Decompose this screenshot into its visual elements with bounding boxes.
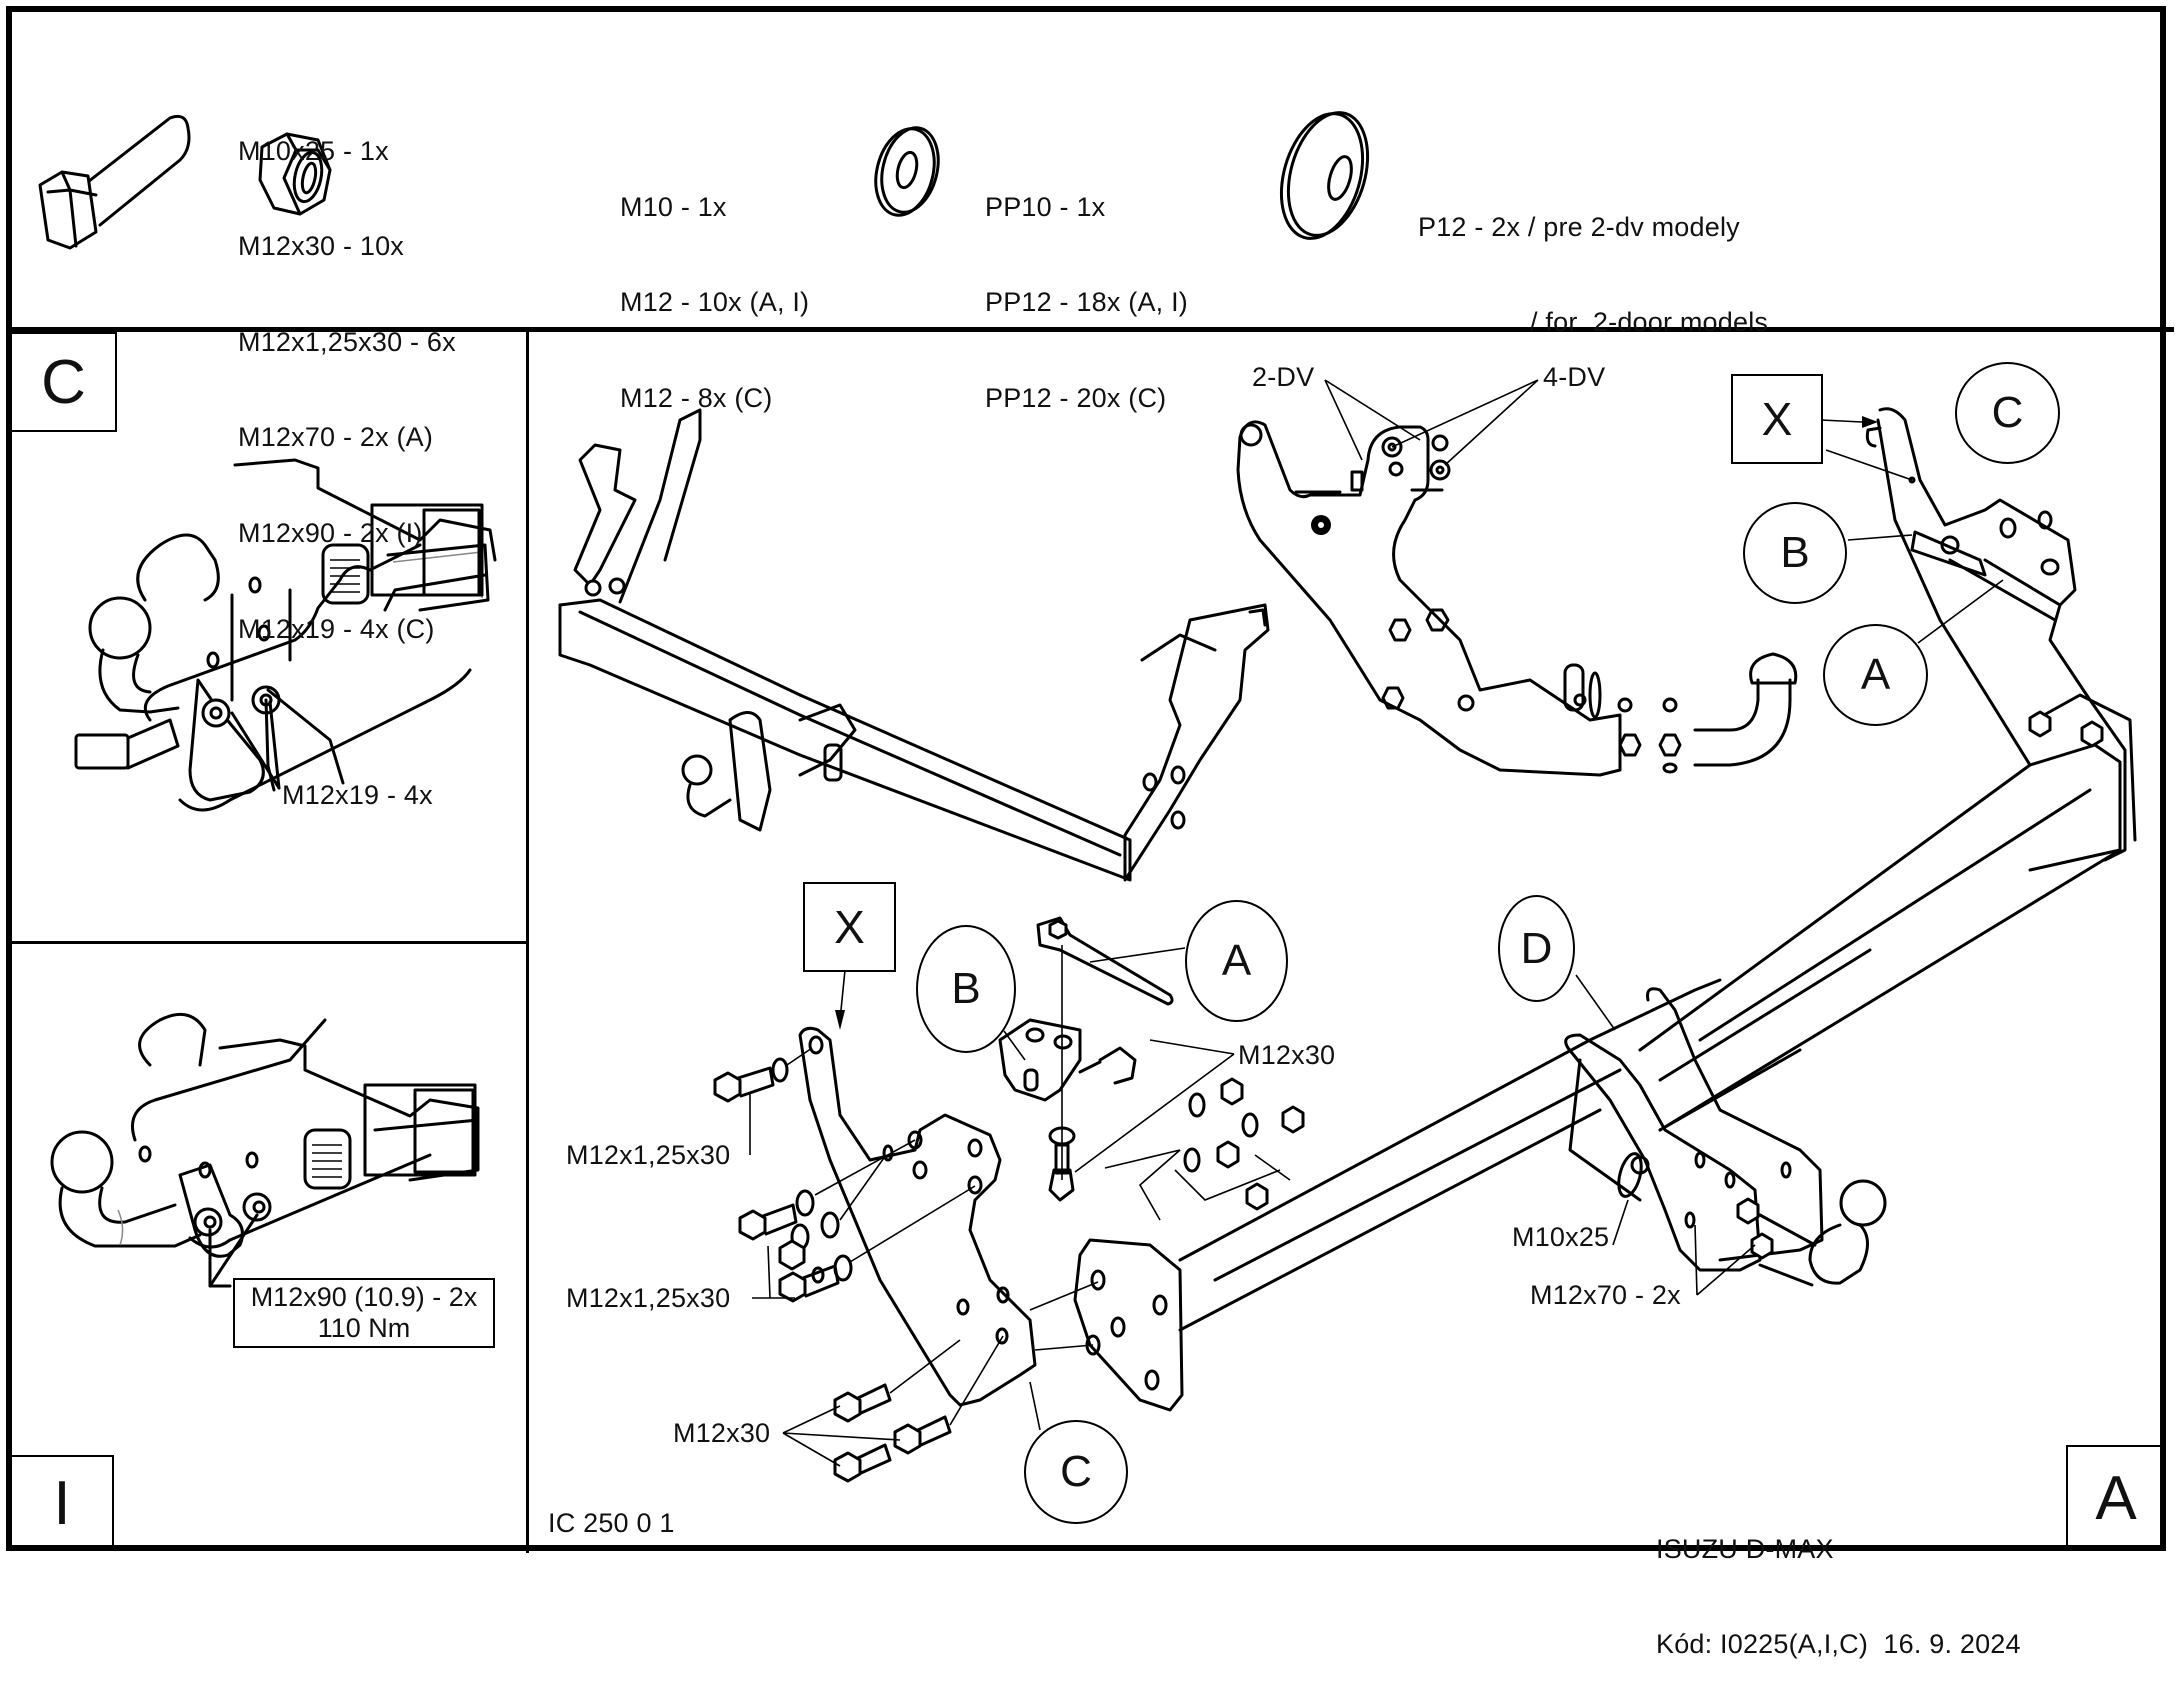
label-m10x25: M10x25	[1512, 1222, 1610, 1252]
bolt-item: M12x70 - 2x (A)	[238, 422, 434, 453]
left-panel-divider	[10, 941, 528, 944]
bolt-item: M10x25 - 1x	[238, 135, 389, 166]
bolt-item: M12x19 - 4x (C)	[238, 613, 435, 644]
washer-item: PP10 - 1x	[985, 191, 1106, 222]
washer-item: PP12 - 18x (A, I)	[985, 287, 1188, 318]
label-m12x125x30-first: M12x1,25x30	[566, 1140, 731, 1170]
header-divider	[6, 327, 2174, 332]
code-and-date: Kód: I0225(A,I,C) 16. 9. 2024	[1656, 1629, 2021, 1660]
nut-item: M12 - 8x (C)	[620, 382, 773, 413]
label-2dv: 2-DV	[1252, 362, 1315, 392]
bolt-item: M12x1,25x30 - 6x	[238, 326, 456, 357]
nut-item: M10 - 1x	[620, 191, 727, 222]
label-m12x125x30-second: M12x1,25x30	[566, 1283, 731, 1313]
large-washer-line1: P12 - 2x / pre 2-dv modely	[1418, 211, 1740, 242]
nut-item: M12 - 10x (A, I)	[620, 287, 810, 318]
large-washer-line2: / for 2-door models	[1530, 307, 1769, 338]
x-marker-top: X	[1731, 374, 1823, 464]
callout-m12x90: M12x90 (10.9) - 2x	[250, 1282, 478, 1312]
bolt-list: M10x25 - 1x M12x30 - 10x M12x1,25x30 - 6…	[238, 72, 456, 677]
bolt-item: M12x30 - 10x	[238, 231, 404, 262]
vehicle-model: ISUZU D-MAX	[1656, 1533, 1834, 1564]
bolt-item: M12x90 - 2x (I)	[238, 518, 423, 549]
label-m12x30-top: M12x30	[1238, 1040, 1336, 1070]
drawing-frame	[6, 6, 2166, 1551]
callout-m12x19: M12x19 - 4x	[282, 780, 433, 810]
callout-circle-a-exploded: A	[1185, 900, 1288, 1022]
drawing-number: IC 250 0 1	[548, 1508, 675, 1538]
callout-circle-b-top: B	[1743, 502, 1847, 604]
label-4dv: 4-DV	[1543, 362, 1606, 392]
label-m12x30-bottom: M12x30	[673, 1418, 771, 1448]
x-marker-exploded: X	[803, 882, 896, 972]
panel-tag-a: A	[2066, 1445, 2166, 1551]
washer-list: PP10 - 1x PP12 - 18x (A, I) PP12 - 20x (…	[985, 128, 1188, 447]
callout-circle-d: D	[1498, 895, 1575, 1002]
callout-m12x90-box: M12x90 (10.9) - 2x 110 Nm	[233, 1278, 495, 1349]
callout-circle-a-top: A	[1823, 624, 1928, 726]
large-washer-note: P12 - 2x / pre 2-dv modely / for 2-door …	[1418, 148, 1768, 371]
title-block: ISUZU D-MAX Kód: I0225(A,I,C) 16. 9. 202…	[1656, 1470, 2021, 1693]
callout-torque: 110 Nm	[317, 1313, 411, 1344]
callout-circle-c-top: C	[1955, 362, 2060, 464]
callout-circle-b-exploded: B	[916, 925, 1016, 1053]
nut-list: M10 - 1x M12 - 10x (A, I) M12 - 8x (C)	[620, 128, 809, 447]
panel-tag-c: C	[10, 332, 117, 432]
washer-item: PP12 - 20x (C)	[985, 382, 1167, 413]
label-m12x70: M12x70 - 2x	[1530, 1280, 1681, 1310]
callout-circle-c-exploded: C	[1024, 1420, 1128, 1524]
panel-tag-i: I	[10, 1455, 114, 1551]
